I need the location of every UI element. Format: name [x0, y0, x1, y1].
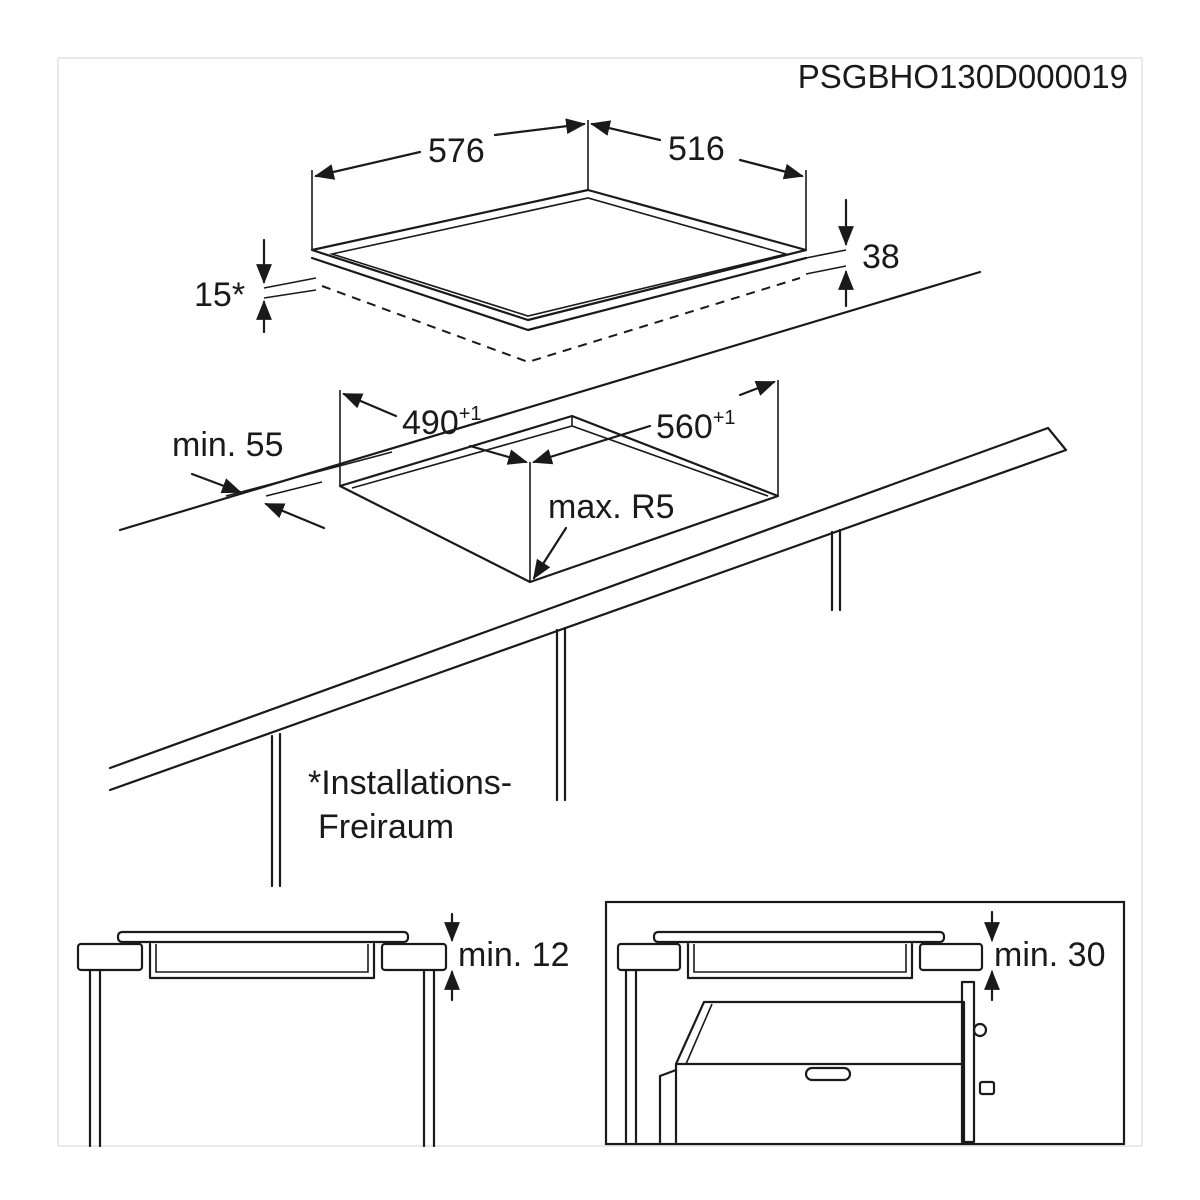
drawing-code: PSGBHO130D000019	[798, 58, 1128, 95]
cutout-width-label: 490+1	[402, 403, 482, 442]
worktop-illustration	[108, 270, 1068, 888]
detail-left-gap-label: min. 12	[458, 936, 570, 974]
cutout-depth-label: 560+1	[656, 407, 736, 446]
detail-right-illustration	[616, 910, 1000, 1144]
footnote-line-1: *Installations-	[308, 764, 512, 802]
corner-radius-label: max. R5	[548, 488, 675, 526]
footnote-line-2: Freiraum	[318, 808, 454, 846]
hob-illustration	[256, 118, 854, 364]
front-edge-label: min. 55	[172, 426, 284, 464]
detail-right-gap-label: min. 30	[994, 936, 1106, 974]
outer-frame	[57, 57, 1143, 1147]
hob-width-label: 576	[428, 132, 485, 170]
detail-right-frame	[604, 900, 1126, 1146]
hob-depth-label: 516	[668, 130, 725, 168]
detail-left-illustration	[76, 912, 460, 1148]
hob-clearance-label: 15*	[194, 276, 245, 314]
hob-height-label: 38	[862, 238, 900, 276]
